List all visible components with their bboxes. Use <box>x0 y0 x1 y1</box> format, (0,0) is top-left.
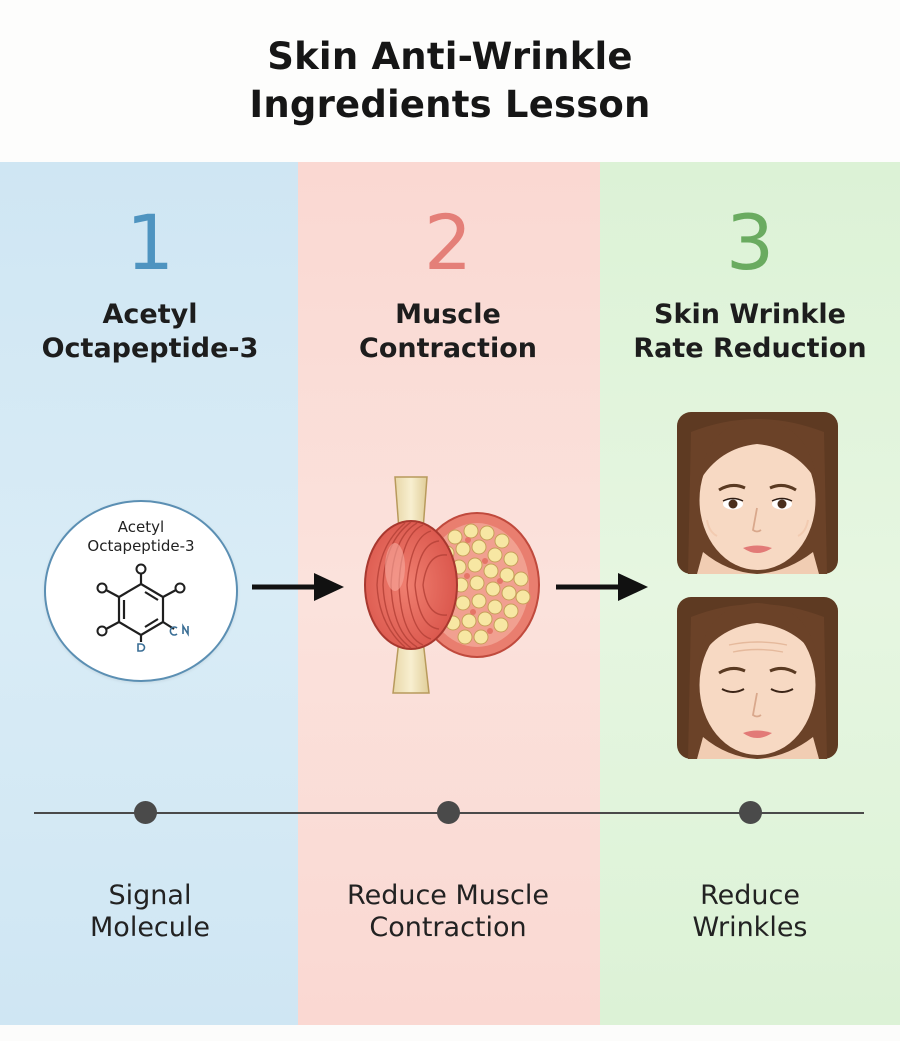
step-3-outcome: Reduce Wrinkles <box>600 880 900 944</box>
step-2-title: Muscle Contraction <box>298 298 598 366</box>
step-1-outcome-line-2: Molecule <box>90 912 210 943</box>
timeline-dot-3 <box>739 801 762 824</box>
arrow-right-icon <box>252 573 344 601</box>
benzene-ring-icon <box>96 563 189 652</box>
arrow-right-icon <box>556 573 648 601</box>
step-2-outcome-line-2: Contraction <box>369 912 527 943</box>
timeline-dot-1 <box>134 801 157 824</box>
molecule-label-line-1: Acetyl <box>117 518 165 536</box>
step-2-outcome: Reduce Muscle Contraction <box>298 880 598 944</box>
molecule-structure-icon: Acetyl Octapeptide-3 <box>44 500 238 682</box>
step-2-outcome-line-1: Reduce Muscle <box>347 880 549 911</box>
step-2-number: 2 <box>423 198 473 287</box>
step-1-outcome-line-1: Signal <box>108 880 192 911</box>
step-3-outcome-line-2: Wrinkles <box>692 912 808 943</box>
molecule-label-line-2: Octapeptide-3 <box>87 537 195 555</box>
page-title-line-2: Ingredients Lesson <box>249 83 651 126</box>
step-3-title: Skin Wrinkle Rate Reduction <box>600 298 900 366</box>
step-1-title-line-1: Acetyl <box>102 299 198 330</box>
face-after-icon <box>677 597 838 759</box>
step-3-title-line-2: Rate Reduction <box>633 333 867 364</box>
step-2-title-line-2: Contraction <box>359 333 537 364</box>
title-banner: Skin Anti-Wrinkle Ingredients Lesson <box>0 0 900 162</box>
step-2-title-line-1: Muscle <box>395 299 501 330</box>
step-1-title: Acetyl Octapeptide-3 <box>0 298 300 366</box>
step-1-number: 1 <box>125 198 175 287</box>
step-3-outcome-line-1: Reduce <box>700 880 800 911</box>
step-1-title-line-2: Octapeptide-3 <box>41 333 259 364</box>
molecule-label: Acetyl Octapeptide-3 <box>46 518 236 556</box>
step-3-title-line-1: Skin Wrinkle <box>654 299 846 330</box>
page-title-line-1: Skin Anti-Wrinkle <box>267 35 633 78</box>
muscle-cross-section-icon <box>364 476 540 694</box>
footer-strip <box>0 1025 900 1041</box>
step-3-column <box>600 162 900 1025</box>
page-title: Skin Anti-Wrinkle Ingredients Lesson <box>249 33 650 129</box>
step-1-outcome: Signal Molecule <box>0 880 300 944</box>
face-before-icon <box>677 412 838 574</box>
step-3-number: 3 <box>725 198 775 287</box>
timeline-dot-2 <box>437 801 460 824</box>
